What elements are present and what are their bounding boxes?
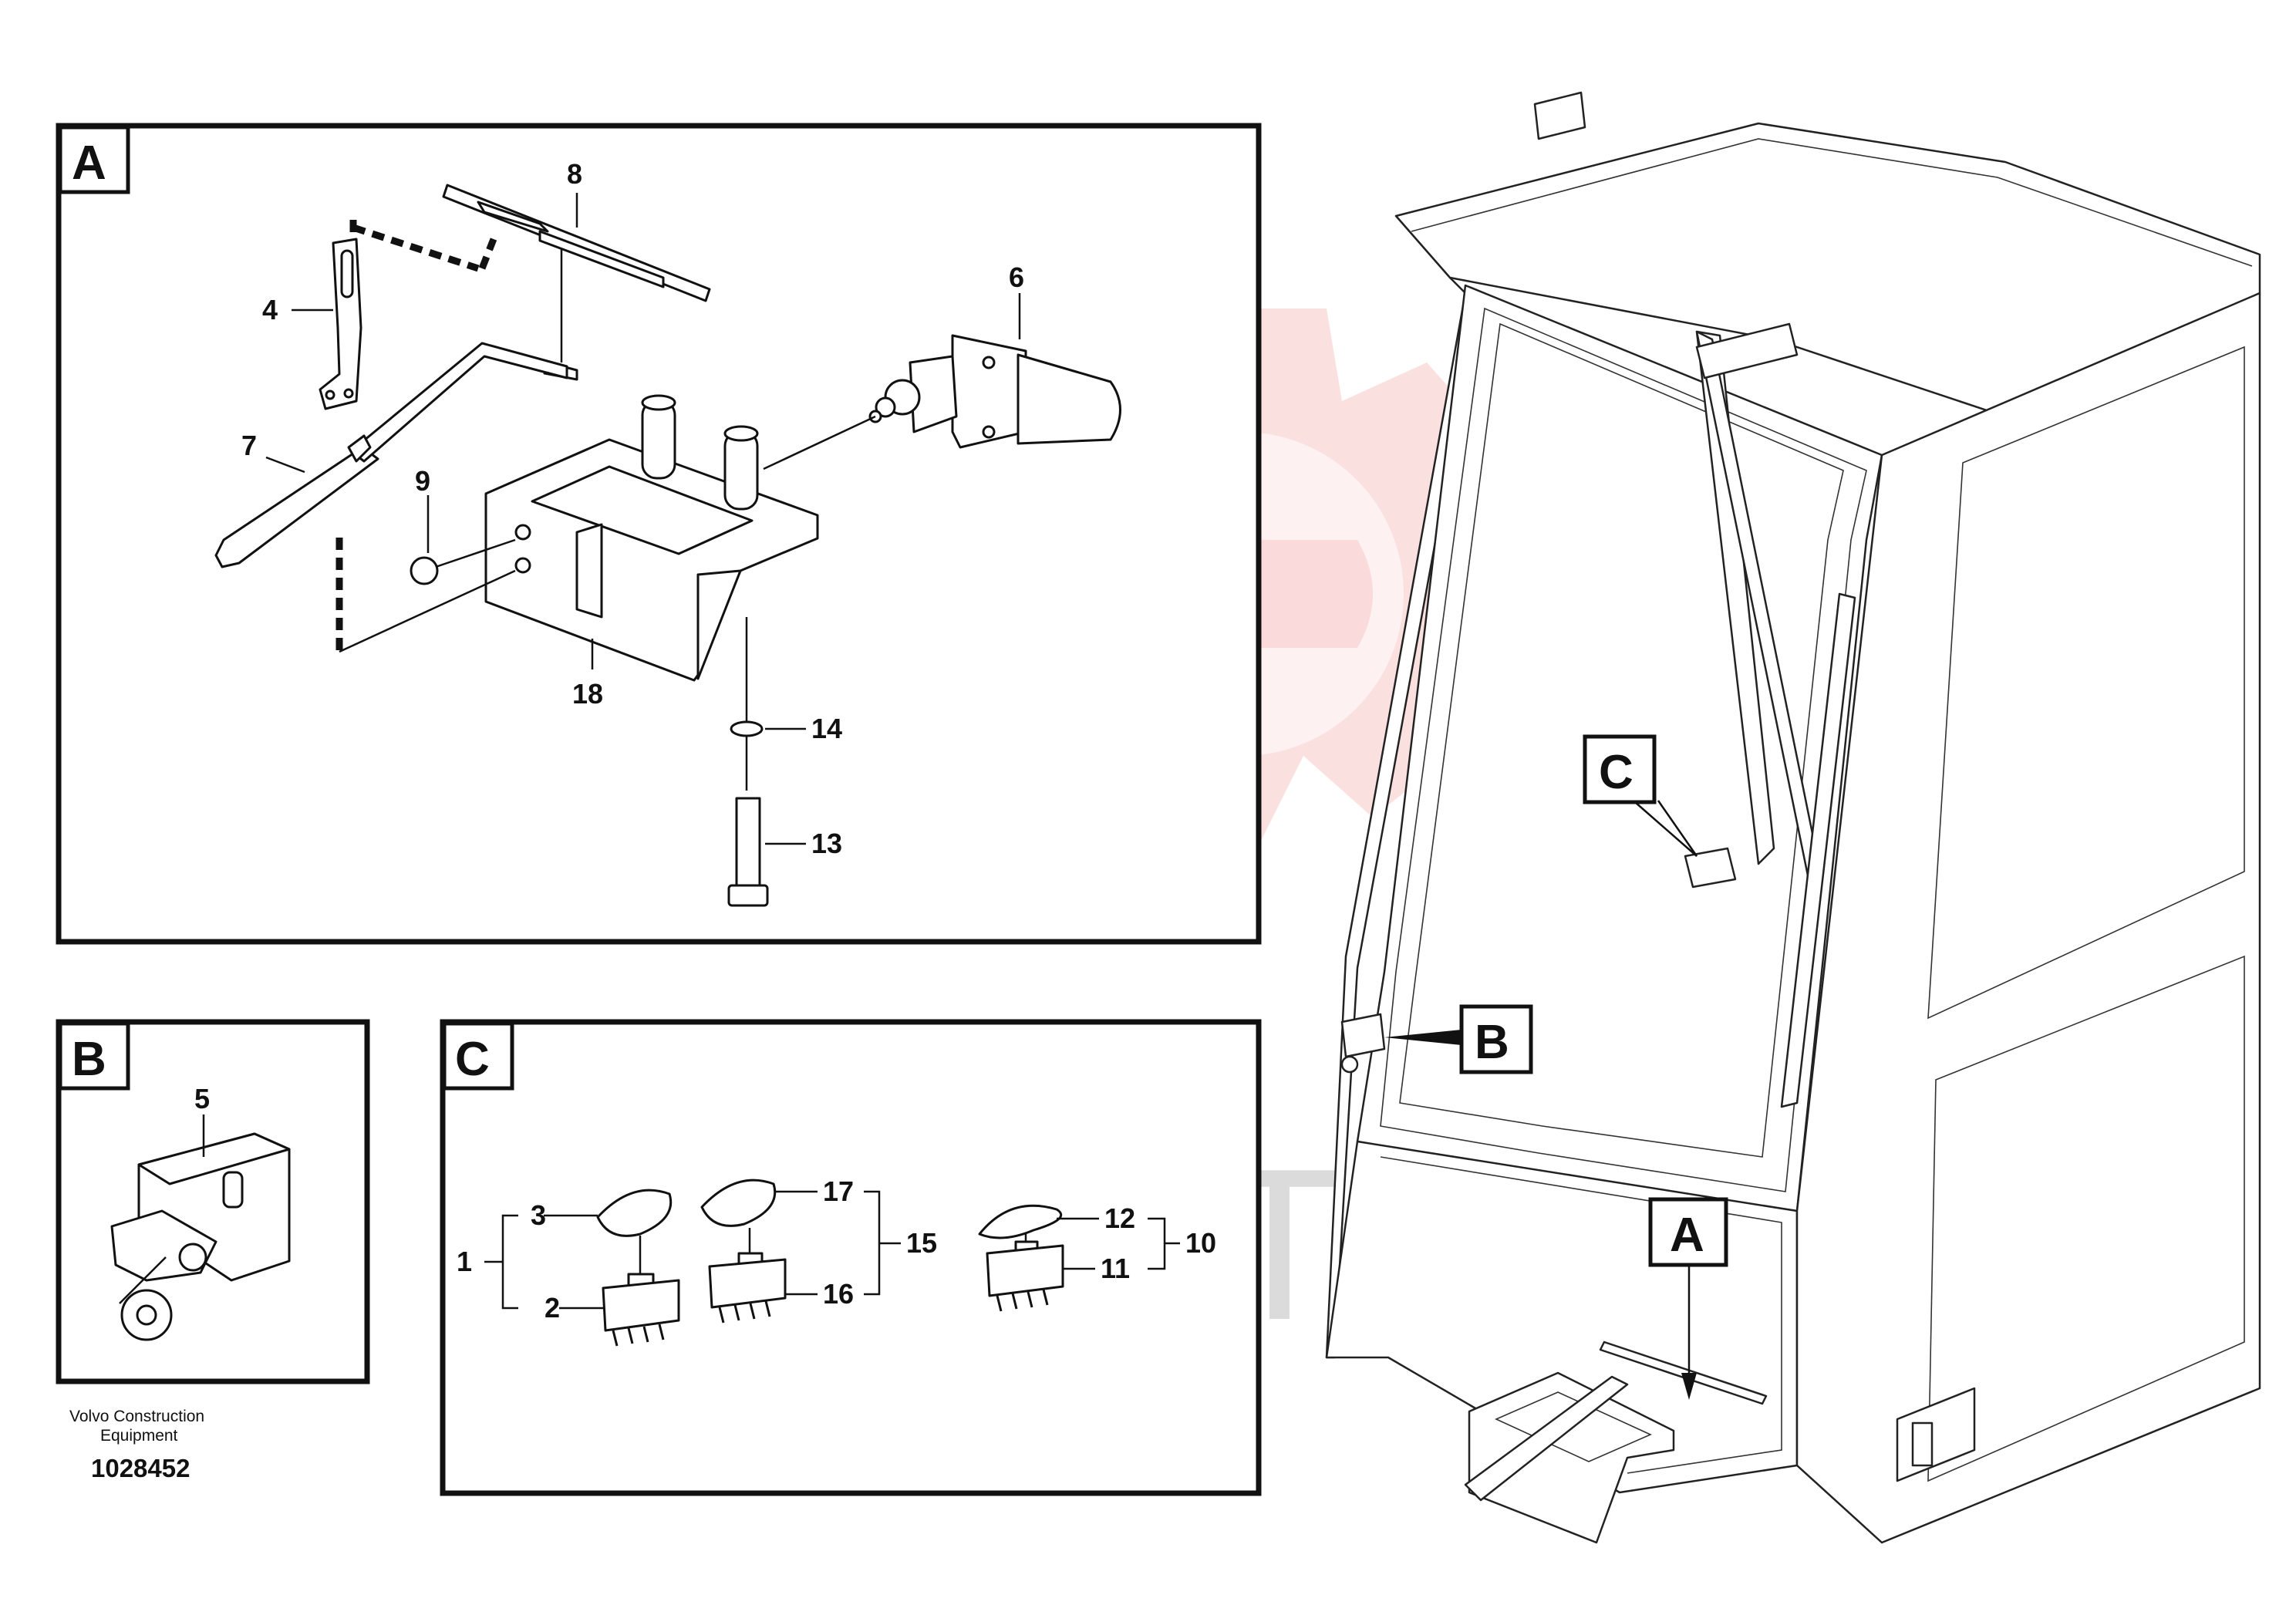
footer-line-2: Equipment (100, 1427, 178, 1445)
roof-handle (1533, 91, 1586, 140)
svg-text:B: B (1475, 1016, 1509, 1069)
callout-a: A (1648, 1197, 1728, 1400)
label-4: 4 (262, 294, 278, 325)
label-5: 5 (194, 1083, 210, 1114)
label-8: 8 (567, 158, 582, 190)
label-6: 6 (1009, 261, 1024, 293)
washer-part (730, 720, 764, 737)
label-1: 1 (457, 1246, 472, 1277)
label-10: 10 (1185, 1227, 1216, 1259)
switch-assembly-10 (978, 1204, 1064, 1312)
label-7: 7 (241, 430, 257, 461)
label-13: 13 (811, 828, 842, 859)
panel-b-tag-box (58, 1021, 130, 1091)
panel-c: C 3 2 1 17 16 15 (440, 1019, 1262, 1496)
footer-line-1: Volvo Construction (69, 1408, 204, 1425)
panel-c-tag: C (455, 1033, 490, 1086)
label-3: 3 (531, 1199, 546, 1231)
switch-assembly-1 (596, 1189, 680, 1347)
label-15: 15 (906, 1227, 937, 1259)
label-17: 17 (823, 1175, 854, 1207)
panel-a: A 8 4 7 (56, 123, 1262, 945)
wiper-motor-part (868, 334, 1121, 449)
svg-text:C: C (1599, 746, 1633, 799)
label-16: 16 (823, 1278, 854, 1310)
cab-illustration (1325, 91, 2261, 1544)
callout-b: B (1384, 1004, 1533, 1074)
panel-b-tag: B (72, 1033, 106, 1086)
switch-assembly-15 (700, 1179, 787, 1324)
panel-c-tag-box (442, 1021, 514, 1091)
cab-switch (1684, 847, 1737, 889)
cab-wiper-assembly (1464, 1340, 1768, 1544)
label-14: 14 (811, 713, 842, 744)
cab-bracket (1340, 1013, 1386, 1058)
label-2: 2 (544, 1292, 560, 1324)
wiper-blade-part (442, 184, 711, 381)
mounting-housing-part (484, 394, 819, 682)
footer-ref-number: 1028452 (91, 1454, 190, 1482)
panel-a-tag-box (58, 125, 130, 194)
bracket-part (319, 238, 362, 410)
wiper-arm-part (214, 342, 568, 568)
bolt-part (727, 797, 769, 907)
panel-a-tag: A (72, 137, 106, 190)
label-9: 9 (415, 465, 430, 497)
nut-part (410, 556, 439, 585)
svg-text:A: A (1670, 1209, 1704, 1262)
label-11: 11 (1101, 1253, 1130, 1284)
bracket-b-part (110, 1132, 291, 1341)
panel-b: B 5 (56, 1019, 370, 1384)
label-18: 18 (572, 678, 603, 710)
callout-c: C (1583, 734, 1698, 857)
label-12: 12 (1104, 1202, 1135, 1234)
